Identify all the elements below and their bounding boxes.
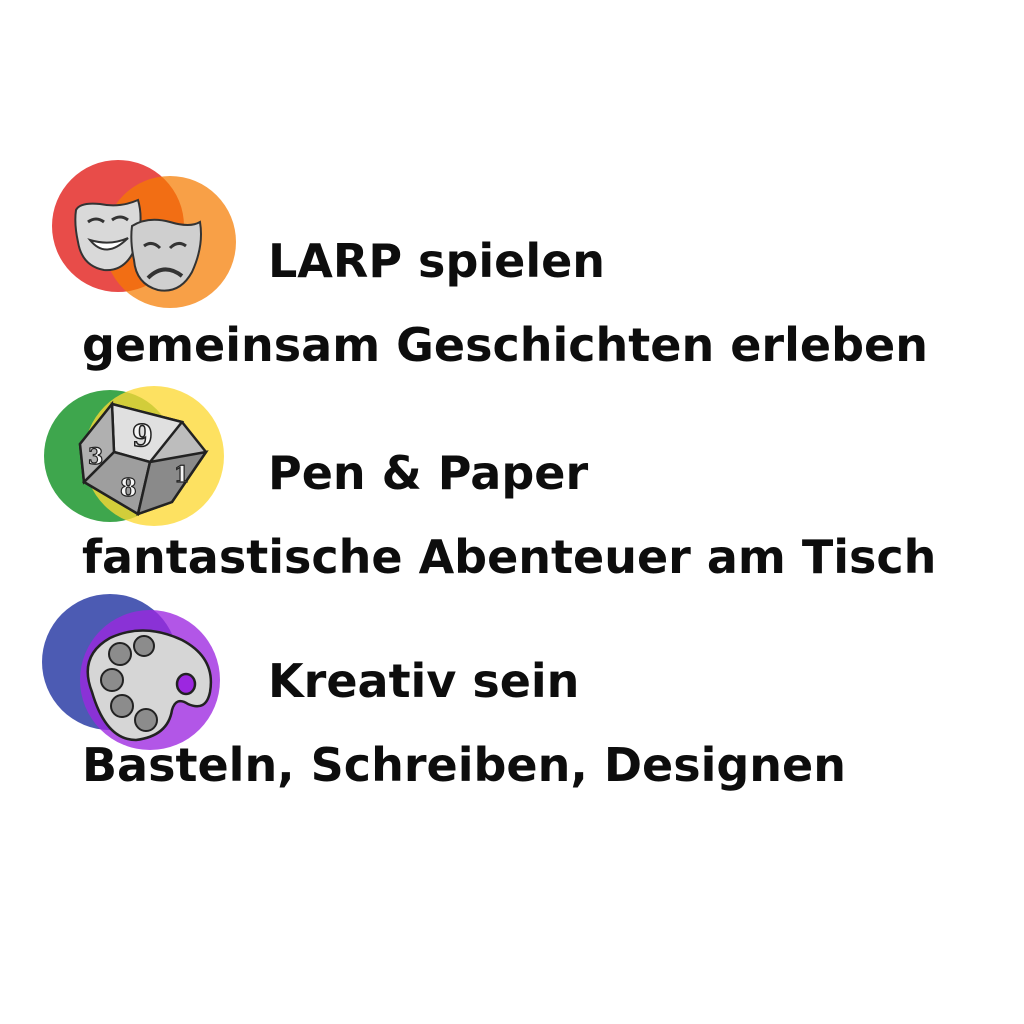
- paint-palette-icon: [42, 594, 220, 750]
- svg-text:9: 9: [132, 419, 153, 454]
- item-subtitle: fantastische Abenteuer am Tisch: [82, 530, 937, 584]
- d10-dice-icon: 9 3 8 1: [44, 386, 224, 526]
- dice-badge: 9 3 8 1: [40, 378, 250, 538]
- item-title: Kreativ sein: [268, 654, 580, 708]
- item-subtitle: Basteln, Schreiben, Designen: [82, 738, 846, 792]
- theater-masks-icon: [52, 160, 236, 308]
- item-title: LARP spielen: [268, 234, 606, 288]
- svg-text:3: 3: [88, 444, 103, 470]
- palette-badge: [40, 594, 250, 754]
- item-subtitle: gemeinsam Geschichten erleben: [82, 318, 928, 372]
- theater-masks-badge: [40, 160, 250, 320]
- svg-text:8: 8: [120, 473, 137, 502]
- svg-text:1: 1: [174, 462, 189, 488]
- item-title: Pen & Paper: [268, 446, 589, 500]
